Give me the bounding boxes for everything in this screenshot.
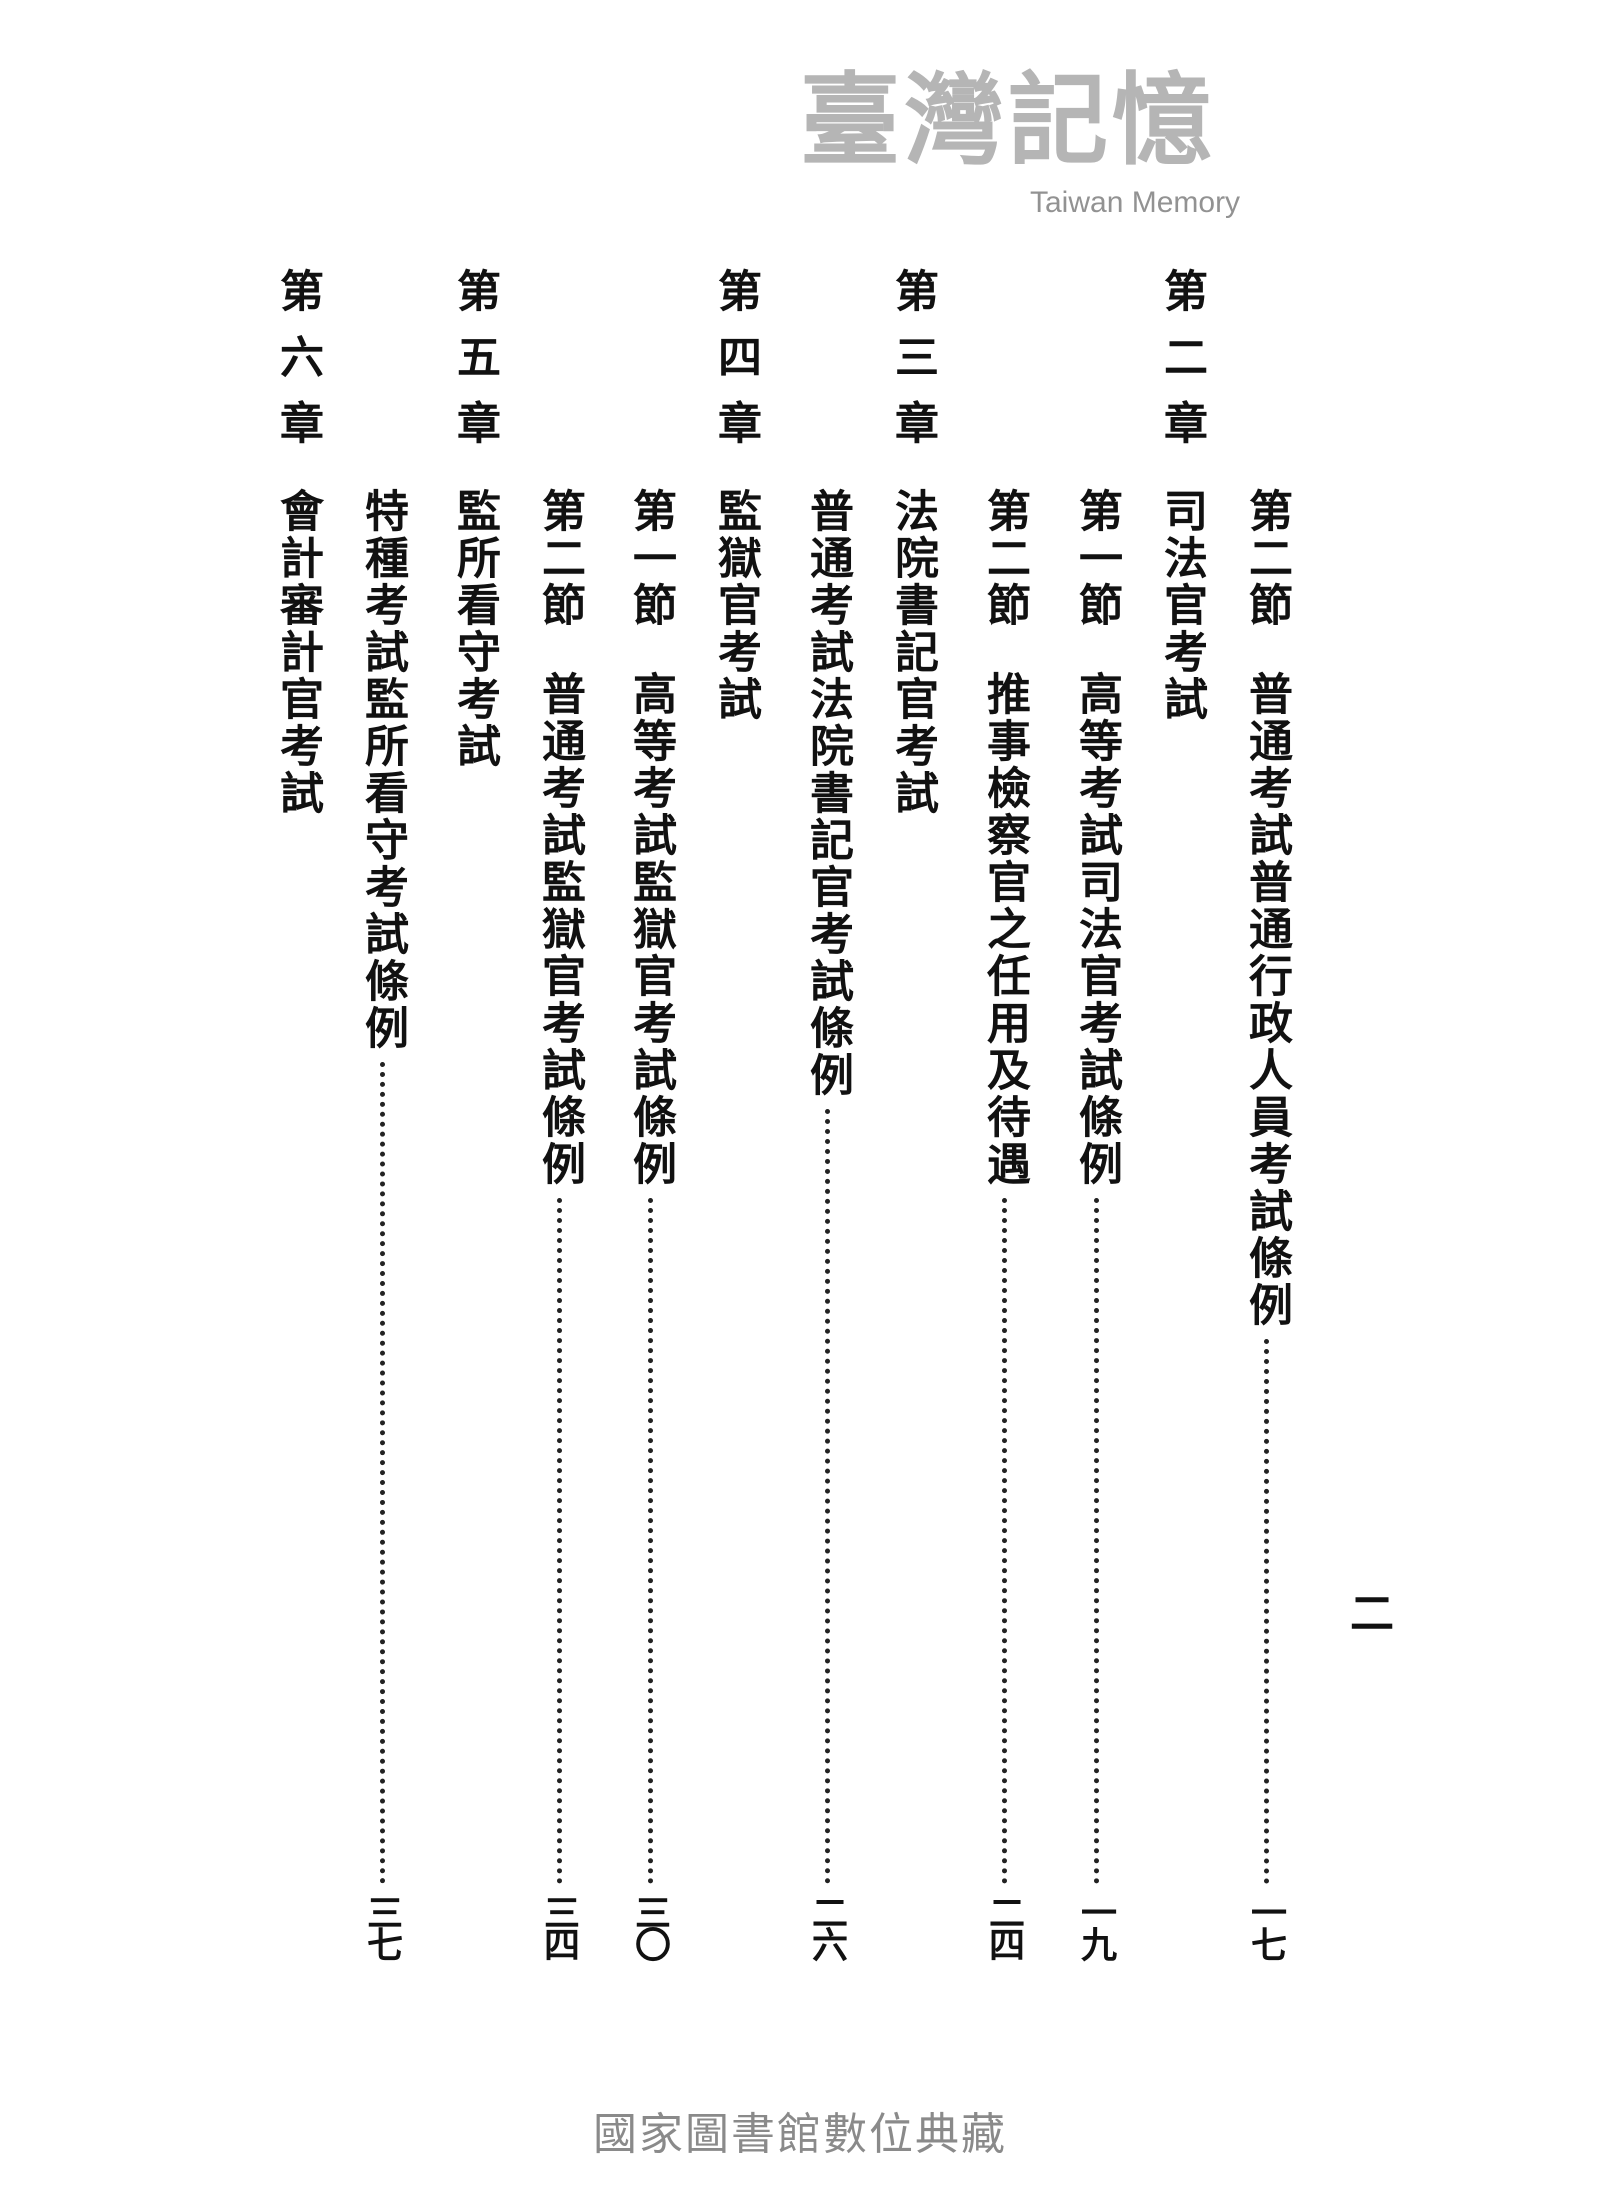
watermark-logo: 臺灣記憶 — [800, 61, 1216, 179]
dot-leader — [824, 1109, 830, 1884]
entry-title: 普通考試普通行政人員考試條例 — [1241, 671, 1292, 1329]
chapter-label: 第五章 — [449, 268, 500, 466]
chapter-label: 第四章 — [710, 268, 761, 466]
section-label: 第二節 — [1241, 488, 1292, 629]
entry-title: 特種考試監所看守考試條例 — [357, 488, 408, 1052]
toc-entry: 特種考試監所看守考試條例 三七 — [352, 488, 412, 1958]
dot-leader — [556, 1198, 562, 1884]
chapter-title-col: 司法官考試 — [1151, 488, 1211, 723]
page-ref: 三七 — [361, 1894, 403, 1958]
chapter-title-col: 法院書記官考試 — [882, 488, 942, 817]
footer-credit: 國家圖書館數位典藏 — [593, 2109, 1007, 2160]
page-number: 二 — [1342, 1590, 1393, 1634]
toc-entry: 普通考試法院書記官考試條例 二六 — [797, 488, 857, 1958]
chapter-title: 法院書記官考試 — [887, 488, 938, 817]
chapter-heading: 第六章 — [267, 268, 327, 466]
toc-entry: 第一節 高等考試司法官考試條例 一九 — [1066, 488, 1126, 1958]
dot-leader — [379, 1062, 385, 1884]
chapter-heading: 第三章 — [882, 268, 942, 466]
toc-entry: 第二節 普通考試監獄官考試條例 三四 — [529, 488, 589, 1958]
entry-title: 普通考試監獄官考試條例 — [534, 671, 585, 1188]
toc-entry: 第二節 推事檢察官之任用及待遇 二四 — [974, 488, 1034, 1958]
chapter-title-col: 監獄官考試 — [705, 488, 765, 723]
toc-entry: 第一節 高等考試監獄官考試條例 三〇 — [620, 488, 680, 1958]
entry-title: 推事檢察官之任用及待遇 — [979, 671, 1030, 1188]
dot-leader — [1263, 1339, 1269, 1884]
chapter-title-col: 監所看守考試 — [444, 488, 504, 770]
entry-title: 高等考試監獄官考試條例 — [625, 671, 676, 1188]
section-label: 第一節 — [625, 488, 676, 629]
page-ref: 三四 — [538, 1894, 580, 1958]
dot-leader — [1093, 1198, 1099, 1884]
section-label: 第一節 — [1071, 488, 1122, 629]
chapter-label: 第三章 — [887, 268, 938, 466]
page-ref: 三〇 — [629, 1894, 671, 1958]
chapter-heading: 第五章 — [444, 268, 504, 466]
entry-title: 高等考試司法官考試條例 — [1071, 671, 1122, 1188]
page-ref: 二六 — [806, 1894, 848, 1958]
page-ref: 一九 — [1075, 1894, 1117, 1958]
watermark-subtitle: Taiwan Memory — [1030, 186, 1241, 219]
dot-leader — [647, 1198, 653, 1884]
toc-entry: 第二節 普通考試普通行政人員考試條例 一七 — [1236, 488, 1296, 1958]
chapter-title-col: 會計審計官考試 — [267, 488, 327, 817]
chapter-title: 監獄官考試 — [710, 488, 761, 723]
entry-title: 普通考試法院書記官考試條例 — [802, 488, 853, 1099]
chapter-heading: 第二章 — [1151, 268, 1211, 466]
chapter-label: 第六章 — [272, 268, 323, 466]
chapter-heading: 第四章 — [705, 268, 765, 466]
chapter-label: 第二章 — [1156, 268, 1207, 466]
page-ref: 二四 — [983, 1894, 1025, 1958]
chapter-title: 監所看守考試 — [449, 488, 500, 770]
chapter-title: 會計審計官考試 — [272, 488, 323, 817]
section-label: 第二節 — [979, 488, 1030, 629]
section-label: 第二節 — [534, 488, 585, 629]
chapter-title: 司法官考試 — [1156, 488, 1207, 723]
page-ref: 一七 — [1245, 1894, 1287, 1958]
dot-leader — [1001, 1198, 1007, 1884]
